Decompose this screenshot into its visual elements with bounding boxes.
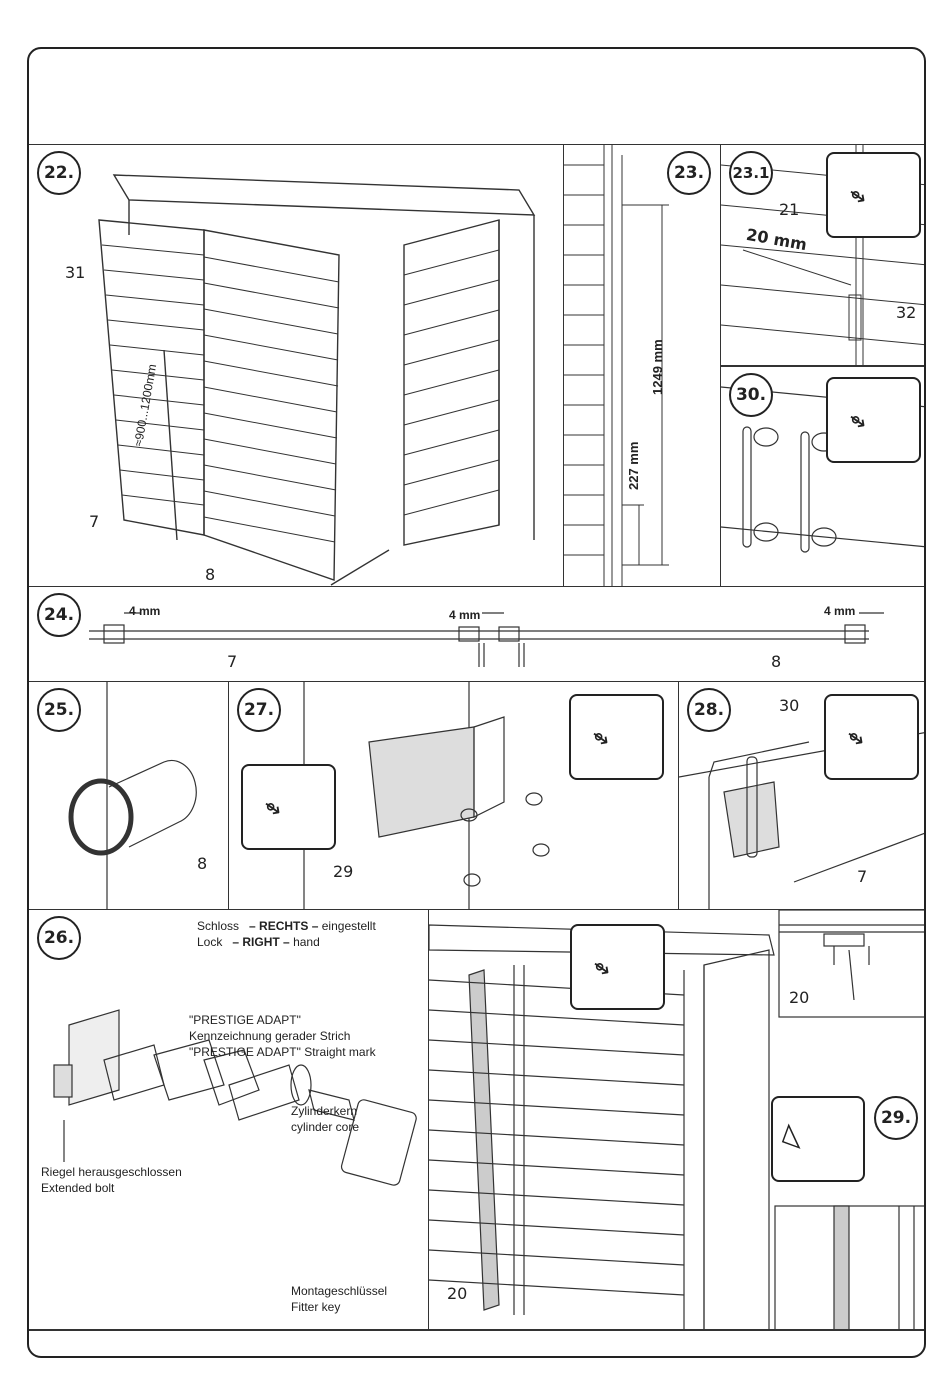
screw-icon: ⇴ — [586, 952, 616, 985]
shed-double-door-drawing — [98, 174, 536, 586]
footer-band — [29, 1330, 924, 1356]
latch-drawing — [679, 732, 924, 909]
part-7-label: 7 — [89, 512, 100, 531]
part-29-label: 29 — [333, 862, 354, 881]
lock-en-suffix: hand — [293, 935, 320, 949]
cylinder-core-de: Zylinderkern — [291, 1104, 358, 1118]
cylinder-insert-drawing — [68, 682, 197, 909]
step-26-badge: 26. — [37, 916, 81, 960]
saw-icon: ◺ — [780, 1117, 810, 1153]
prestige-line-3: "PRESTIGE ADAPT" Straight mark — [189, 1045, 376, 1059]
dimension-1249: 1249 mm — [650, 339, 665, 395]
screw-icon: ⇴ — [842, 180, 872, 213]
lock-de-suffix: eingestellt — [321, 919, 376, 933]
lock-de-bold: – RECHTS – — [249, 919, 319, 933]
shed-door-bar-drawing — [429, 910, 924, 1329]
screw-box-23-1: ⇴ — [826, 152, 921, 238]
step-22-badge: 22. — [37, 151, 81, 195]
part-32-label: 32 — [896, 303, 917, 322]
step-25-panel: 25. 8 — [29, 682, 229, 910]
screw-box-27-right: ⇴ — [569, 694, 664, 780]
step-30-panel: 30. ⇴ — [721, 366, 924, 587]
step-26-shed-panel: ⇴ 20 29. ◺ 20 — [429, 910, 924, 1330]
part-7-label: 7 — [857, 867, 868, 886]
door-height-diagram — [564, 145, 669, 586]
part-8-label: 8 — [771, 652, 782, 671]
screw-icon: ⇴ — [257, 792, 287, 825]
step-23-badge: 23. — [667, 151, 711, 195]
header-band — [29, 49, 924, 144]
part-7-label: 7 — [227, 652, 238, 671]
step-23-1-panel: 23.1 ⇴ 21 20 mm 32 — [721, 144, 924, 366]
step-25-badge: 25. — [37, 688, 81, 732]
lock-mount-drawing — [303, 682, 550, 909]
part-31-label: 31 — [65, 263, 86, 282]
step-24-badge: 24. — [37, 593, 81, 637]
part-20-label-bottom: 20 — [447, 1284, 468, 1303]
step-22-panel: 22. 31 ≈900...1200mm 7 8 — [29, 144, 564, 587]
bolt-en: Extended bolt — [41, 1181, 115, 1195]
door-gap-top-view — [89, 612, 884, 667]
step-26-panel: 26. Schloss – RECHTS – eingestellt Lock … — [29, 910, 429, 1330]
part-20-label-top: 20 — [789, 988, 810, 1007]
lock-cylinder-exploded-drawing — [53, 1009, 417, 1186]
part-30-label: 30 — [779, 696, 800, 715]
screw-icon: ⇴ — [840, 722, 870, 755]
prestige-line-2: Kennzeichnung gerader Strich — [189, 1029, 351, 1043]
gap-left: 4 mm — [129, 604, 161, 618]
part-8-label: 8 — [197, 854, 208, 873]
step-27-panel: 27. ⇴ ⇴ 29 — [229, 682, 679, 910]
screw-icon: ⇴ — [585, 722, 615, 755]
bolt-de: Riegel herausgeschlossen — [41, 1165, 182, 1179]
screw-icon: ⇴ — [842, 405, 872, 438]
prestige-line-1: "PRESTIGE ADAPT" — [189, 1013, 301, 1027]
dimension-227: 227 mm — [626, 441, 641, 490]
screw-box-26: ⇴ — [570, 924, 665, 1010]
step-23-1-badge: 23.1 — [729, 151, 773, 195]
lock-en-bold: – RIGHT – — [232, 935, 290, 949]
step-27-badge: 27. — [237, 688, 281, 732]
step-23-panel: 23. 1249 mm 227 mm — [564, 144, 721, 587]
lock-de-prefix: Schloss — [197, 919, 240, 933]
lock-en-prefix: Lock — [197, 935, 223, 949]
step-30-badge: 30. — [729, 373, 773, 417]
fitter-key-en: Fitter key — [291, 1300, 341, 1314]
part-8-label: 8 — [205, 565, 216, 584]
step-24-panel: 24. 4 mm 4 mm 4 mm 7 8 — [29, 587, 924, 682]
step-28-badge: 28. — [687, 688, 731, 732]
gap-right: 4 mm — [824, 604, 856, 618]
step-28-panel: 28. 30 ⇴ 7 — [679, 682, 924, 910]
gap-center: 4 mm — [449, 608, 481, 622]
cylinder-core-en: cylinder core — [291, 1120, 360, 1134]
fitter-key-de: Montageschlüssel — [291, 1284, 388, 1298]
instruction-sheet: 22. 31 ≈900...1200mm 7 8 23. 1249 — [27, 47, 926, 1358]
screw-box-27-left: ⇴ — [241, 764, 336, 850]
saw-box-29: ◺ — [771, 1096, 865, 1182]
lock-setting-en: Lock – RIGHT – hand — [197, 935, 320, 950]
step-29-badge: 29. — [874, 1096, 918, 1140]
part-21-label: 21 — [779, 200, 800, 219]
screw-box-30: ⇴ — [826, 377, 921, 463]
lock-setting-de: Schloss – RECHTS – eingestellt — [197, 919, 376, 934]
screw-box-28: ⇴ — [824, 694, 919, 780]
